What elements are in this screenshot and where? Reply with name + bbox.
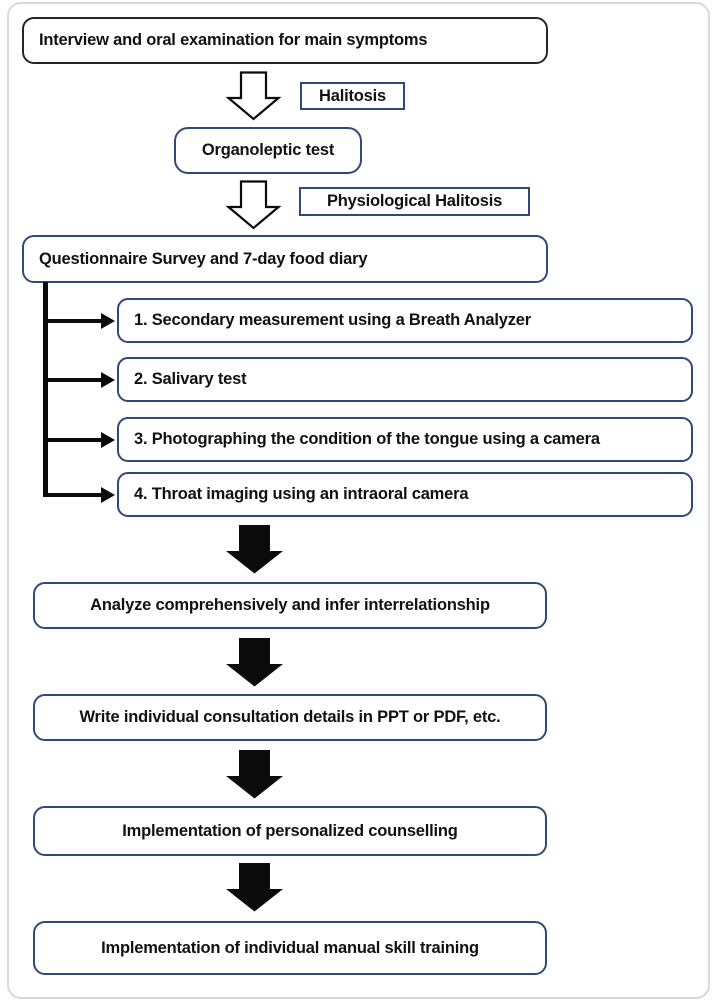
- step-analyze-label: Analyze comprehensively and infer interr…: [90, 596, 490, 614]
- branch-label-4: 4. Throat imaging using an intraoral cam…: [134, 485, 469, 503]
- branch-arrowhead-1: [101, 313, 115, 329]
- solid-down-arrow-2: [226, 638, 283, 687]
- step-write-label: Write individual consultation details in…: [79, 708, 501, 726]
- step-organoleptic-box: Organoleptic test: [174, 127, 362, 174]
- branch-connector-line: [43, 282, 48, 497]
- physiological-halitosis-label-box: Physiological Halitosis: [299, 187, 530, 216]
- branch-arrowhead-3: [101, 432, 115, 448]
- branch-arrowhead-2: [101, 372, 115, 388]
- branch-label-2: 2. Salivary test: [134, 370, 247, 388]
- step-counselling-label: Implementation of personalized counselli…: [122, 821, 458, 840]
- physiological-halitosis-label: Physiological Halitosis: [326, 192, 503, 210]
- halitosis-label-box: Halitosis: [300, 82, 405, 110]
- branch-box-salivary-test: 2. Salivary test: [117, 357, 693, 402]
- branch-label-1: 1. Secondary measurement using a Breath …: [134, 311, 531, 329]
- step-questionnaire-label: Questionnaire Survey and 7-day food diar…: [39, 249, 368, 268]
- step-training-box: Implementation of individual manual skil…: [33, 921, 547, 975]
- step-analyze-box: Analyze comprehensively and infer interr…: [33, 582, 547, 629]
- branch-arrowhead-4: [101, 487, 115, 503]
- branch-label-3: 3. Photographing the condition of the to…: [134, 430, 600, 448]
- step-organoleptic-label: Organoleptic test: [201, 141, 335, 159]
- step-interview-box: Interview and oral examination for main …: [22, 17, 548, 64]
- branch-box-breath-analyzer: 1. Secondary measurement using a Breath …: [117, 298, 693, 343]
- solid-down-arrow-3: [226, 750, 283, 799]
- solid-down-arrow-4: [226, 863, 283, 912]
- step-questionnaire-box: Questionnaire Survey and 7-day food diar…: [22, 235, 548, 283]
- step-write-box: Write individual consultation details in…: [33, 694, 547, 741]
- step-counselling-box: Implementation of personalized counselli…: [33, 806, 547, 856]
- hollow-down-arrow-1: [226, 71, 281, 121]
- branch-box-throat-imaging: 4. Throat imaging using an intraoral cam…: [117, 472, 693, 517]
- hollow-down-arrow-2: [226, 180, 281, 230]
- step-training-label: Implementation of individual manual skil…: [101, 938, 479, 957]
- halitosis-label: Halitosis: [319, 86, 386, 105]
- solid-down-arrow-1: [226, 525, 283, 574]
- branch-box-tongue-photo: 3. Photographing the condition of the to…: [117, 417, 693, 462]
- step-interview-label: Interview and oral examination for main …: [39, 31, 428, 49]
